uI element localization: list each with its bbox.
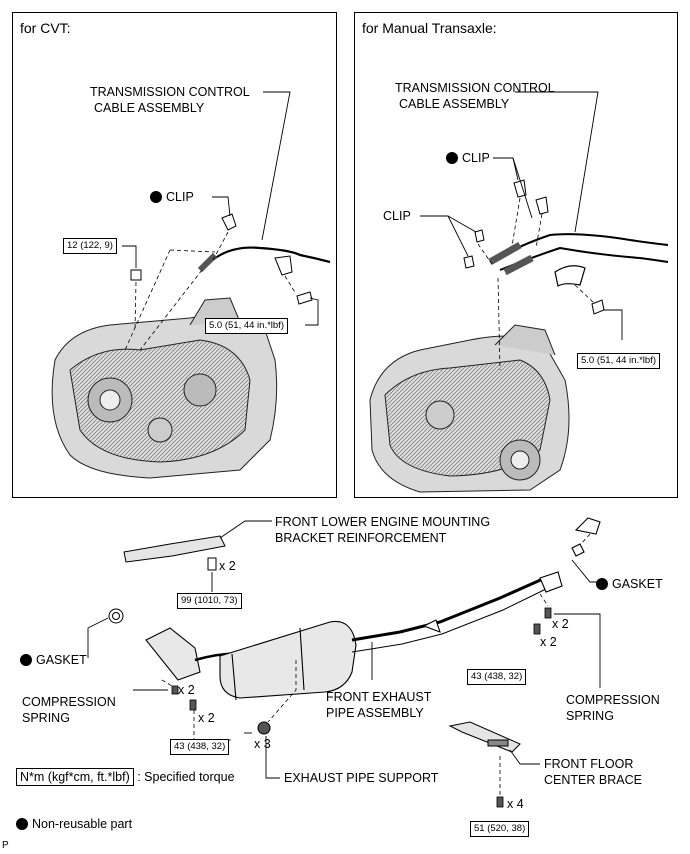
nonreusable-dot-icon — [20, 654, 32, 666]
cvt-clip-label: CLIP — [150, 189, 194, 205]
bracket-bolt-torque: 99 (1010, 73) — [177, 593, 242, 609]
manual-cable-illustration — [488, 233, 669, 287]
torque-legend: N*m (kgf*cm, ft.*lbf) : Specified torque — [16, 768, 235, 786]
torque-legend-box: N*m (kgf*cm, ft.*lbf) — [16, 768, 134, 786]
torque-legend-text: : Specified torque — [137, 770, 235, 784]
cvt-transaxle-illustration — [51, 297, 278, 479]
manual-transaxle-panel — [354, 12, 678, 498]
gasket-right-label: GASKET — [596, 576, 663, 592]
cvt-cable-illustration — [197, 246, 331, 273]
cvt-bolt-torque: 5.0 (51, 44 in.*lbf) — [205, 318, 288, 334]
compression-spring-right-label: COMPRESSION SPRING — [566, 693, 660, 723]
left-bolt-torque: 43 (438, 32) — [170, 739, 230, 755]
cvt-cable-label: TRANSMISSION CONTROL CABLE ASSEMBLY — [90, 85, 250, 115]
floor-center-brace-illustration — [448, 721, 521, 753]
gasket-left-label: GASKET — [20, 652, 87, 668]
compression-spring-left-label: COMPRESSION SPRING — [22, 695, 116, 725]
right-bolt-qty: x 2 — [540, 635, 557, 649]
left-bolt-qty: x 2 — [198, 711, 215, 725]
manual-transaxle-illustration — [369, 324, 570, 493]
bracket-label: FRONT LOWER ENGINE MOUNTING BRACKET REIN… — [275, 515, 491, 545]
support-qty: x 3 — [254, 737, 271, 751]
manual-panel-title: for Manual Transaxle: — [362, 20, 497, 36]
corner-mark: P — [2, 840, 9, 851]
nonreusable-dot-icon — [446, 152, 458, 164]
manual-cable-label: TRANSMISSION CONTROL CABLE ASSEMBLY — [395, 81, 555, 111]
nonreusable-legend: Non-reusable part — [16, 816, 132, 832]
cvt-panel — [12, 12, 337, 498]
manual-bolt-torque: 5.0 (51, 44 in.*lbf) — [577, 353, 660, 369]
manual-clip-label: CLIP — [383, 209, 411, 223]
manual-clip-nonreusable-label: CLIP — [446, 150, 490, 166]
right-spring-qty: x 2 — [552, 617, 569, 631]
front-exhaust-label: FRONT EXHAUST PIPE ASSEMBLY — [326, 690, 432, 720]
nonreusable-dot-icon — [596, 578, 608, 590]
brace-bolt-torque: 51 (520, 38) — [470, 821, 530, 837]
brace-bolt-qty: x 4 — [507, 797, 524, 811]
nonreusable-dot-icon — [16, 818, 28, 830]
nonreusable-dot-icon — [150, 191, 162, 203]
left-spring-qty: x 2 — [178, 683, 195, 697]
exhaust-support-label: EXHAUST PIPE SUPPORT — [284, 771, 439, 785]
right-bolt-torque: 43 (438, 32) — [467, 669, 527, 685]
floor-brace-label: FRONT FLOOR CENTER BRACE — [544, 757, 642, 787]
front-exhaust-pipe-illustration — [145, 517, 601, 701]
cvt-panel-title: for CVT: — [20, 20, 71, 36]
cvt-nut-torque: 12 (122, 9) — [63, 238, 117, 254]
bracket-reinforcement-illustration — [123, 535, 226, 571]
bracket-bolt-qty: x 2 — [219, 559, 236, 573]
